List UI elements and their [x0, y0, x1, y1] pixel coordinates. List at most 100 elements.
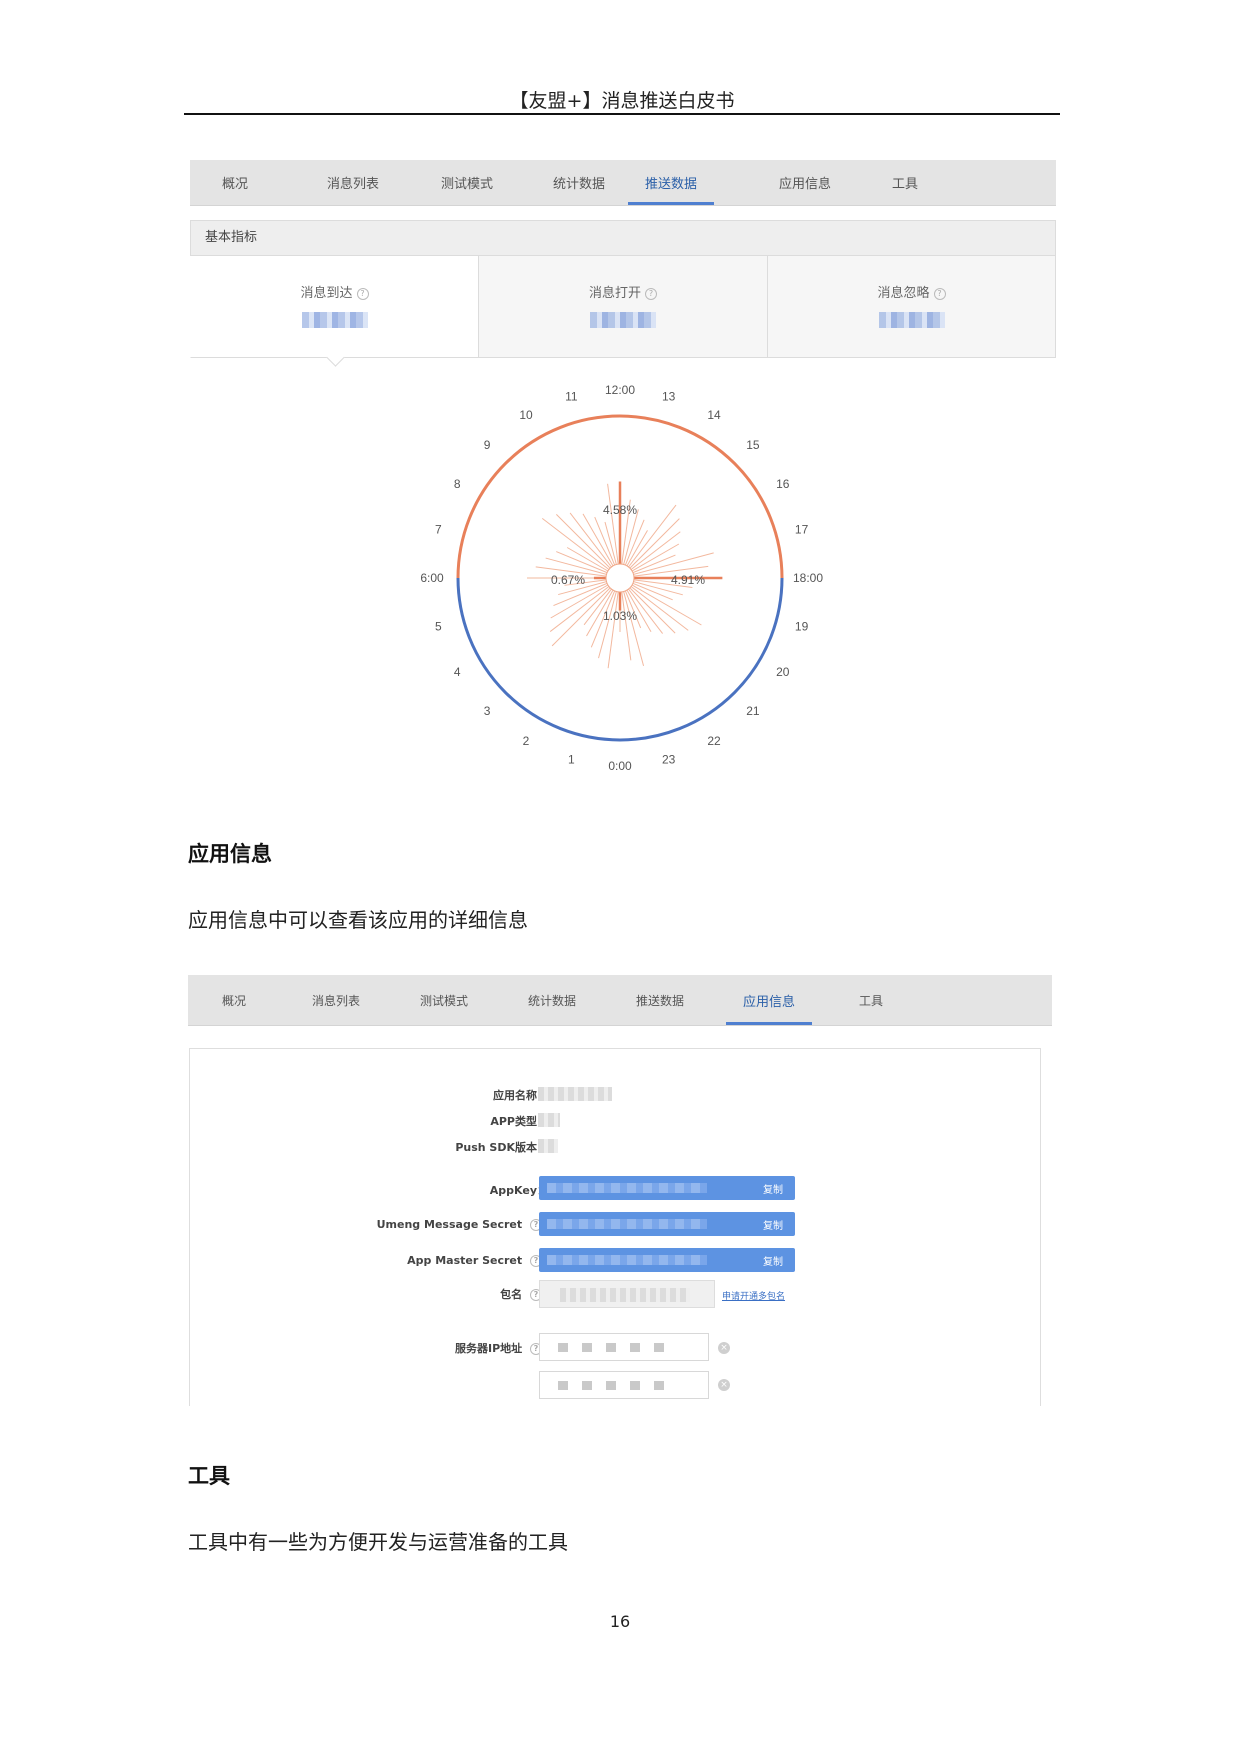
hour-spoke	[558, 581, 607, 596]
tab-test-mode[interactable]: 测试模式	[419, 993, 468, 1008]
package-name-field[interactable]	[539, 1280, 715, 1308]
tab-push-data[interactable]: 推送数据	[635, 993, 684, 1008]
section-heading-tools: 工具	[188, 1463, 230, 1488]
remove-ip-icon[interactable]: ×	[718, 1379, 730, 1391]
hour-spoke	[624, 590, 642, 629]
hour-spoke	[628, 504, 677, 568]
tab-push-data[interactable]: 推送数据	[628, 160, 714, 205]
hour-spoke	[582, 513, 614, 567]
hour-spoke	[535, 566, 607, 577]
hour-spoke	[607, 483, 619, 565]
hour-spoke	[586, 589, 614, 637]
app-type-value-redacted	[538, 1113, 560, 1127]
hour-tick-label: 12:00	[605, 383, 635, 397]
hour-spoke	[556, 551, 608, 574]
hour-spoke	[624, 519, 645, 566]
umeng-message-secret-field[interactable]: 复制	[539, 1212, 795, 1236]
section-heading-app-info: 应用信息	[188, 841, 272, 866]
hour-spoke	[633, 579, 693, 589]
hour-spoke	[553, 582, 608, 607]
tab-message-list[interactable]: 消息列表	[326, 177, 379, 192]
help-icon[interactable]: ?	[645, 287, 657, 300]
help-icon[interactable]: ?	[933, 287, 946, 300]
hour-tick-label: 7	[435, 522, 442, 536]
hour-spoke	[583, 588, 612, 626]
sdk-version-value-redacted	[538, 1139, 558, 1153]
umeng-message-secret-label: Umeng Message Secret ?	[310, 1218, 542, 1231]
hour-tick-label: 15	[746, 438, 760, 452]
hour-spoke	[550, 584, 609, 619]
tab-tools[interactable]: 工具	[858, 993, 883, 1008]
hour-spoke	[545, 557, 607, 575]
percent-annotation: 4.91%	[671, 573, 705, 587]
tab-message-list[interactable]: 消息列表	[311, 993, 360, 1008]
hour-spoke	[604, 521, 617, 565]
metric-delivered[interactable]: 消息到达?	[190, 256, 478, 367]
percent-annotation: 0.67%	[551, 573, 585, 587]
hour-tick-label: 3	[484, 704, 491, 718]
hour-spoke	[556, 514, 611, 569]
percent-annotation: 1.03%	[603, 609, 637, 623]
tab-overview[interactable]: 概况	[221, 993, 246, 1008]
metric-opened[interactable]: 消息打开?	[478, 256, 767, 358]
hour-tick-label: 19	[795, 620, 809, 634]
tab-statistics[interactable]: 统计数据	[527, 993, 576, 1008]
hour-spoke	[628, 588, 664, 634]
hour-tick-label: 1	[568, 753, 575, 767]
hour-spoke	[566, 547, 609, 572]
metric-value-redacted	[301, 312, 368, 328]
hour-spoke	[633, 581, 683, 596]
hour-spoke	[564, 579, 607, 586]
help-icon[interactable]: ?	[356, 287, 369, 300]
tab-overview[interactable]: 概况	[221, 177, 248, 192]
tab-test-mode[interactable]: 测试模式	[440, 177, 493, 192]
hour-spoke	[631, 584, 702, 626]
hour-tick-label: 14	[707, 408, 721, 422]
basic-metrics-title: 基本指标	[190, 220, 1056, 256]
hour-spoke	[551, 587, 611, 647]
app-name-label: 应用名称：	[493, 1089, 548, 1102]
copy-appkey-button[interactable]: 复制	[763, 1185, 783, 1196]
hour-tick-label: 20	[776, 665, 790, 679]
hour-spoke	[629, 587, 676, 634]
hour-spoke	[631, 543, 680, 572]
document-header-title: 【友盟+】消息推送白皮书	[509, 90, 735, 112]
hour-tick-label: 9	[484, 438, 491, 452]
multi-package-link[interactable]: 申请开通多包名	[722, 1292, 786, 1302]
hour-spoke	[590, 590, 616, 648]
hour-tick-label: 6:00	[420, 571, 444, 585]
server-ip-input-1[interactable]	[539, 1333, 709, 1361]
hour-spoke	[598, 591, 617, 659]
tab-statistics[interactable]: 统计数据	[552, 177, 605, 192]
header-divider	[184, 113, 1060, 115]
server-ip-input-2[interactable]	[539, 1371, 709, 1399]
center-hole	[605, 563, 635, 593]
hour-spoke	[621, 591, 632, 661]
hour-spoke	[632, 554, 676, 574]
hour-tick-label: 16	[776, 477, 790, 491]
appkey-field[interactable]: 复制	[539, 1176, 795, 1200]
tab-tools[interactable]: 工具	[891, 177, 918, 192]
app-name-value-redacted	[538, 1087, 612, 1101]
hour-tick-label: 21	[746, 704, 760, 718]
copy-master-secret-button[interactable]: 复制	[763, 1257, 783, 1268]
hour-spoke	[626, 530, 648, 567]
remove-ip-icon[interactable]: ×	[718, 1342, 730, 1354]
push-sdk-version-label: Push SDK版本：	[455, 1141, 548, 1154]
percent-annotation: 4.58%	[603, 503, 637, 517]
hour-spoke	[549, 586, 610, 632]
copy-umeng-secret-button[interactable]: 复制	[763, 1221, 783, 1232]
hour-spoke	[621, 499, 631, 565]
hour-tick-label: 18:00	[793, 571, 823, 585]
hour-tick-label: 4	[454, 665, 461, 679]
hour-tick-label: 17	[795, 522, 809, 536]
app-info-panel: 应用名称： APP类型： Push SDK版本： AppKey： 复制 Umen…	[189, 1048, 1041, 1406]
hour-spoke	[594, 516, 616, 566]
hour-spoke	[630, 586, 689, 631]
tab-app-info[interactable]: 应用信息	[778, 177, 831, 192]
metric-ignored[interactable]: 消息忽略?	[767, 256, 1056, 358]
app-master-secret-field[interactable]: 复制	[539, 1248, 795, 1272]
hour-spoke	[632, 582, 673, 601]
tab-app-info[interactable]: 应用信息	[726, 975, 812, 1025]
hour-tick-label: 2	[523, 734, 530, 748]
